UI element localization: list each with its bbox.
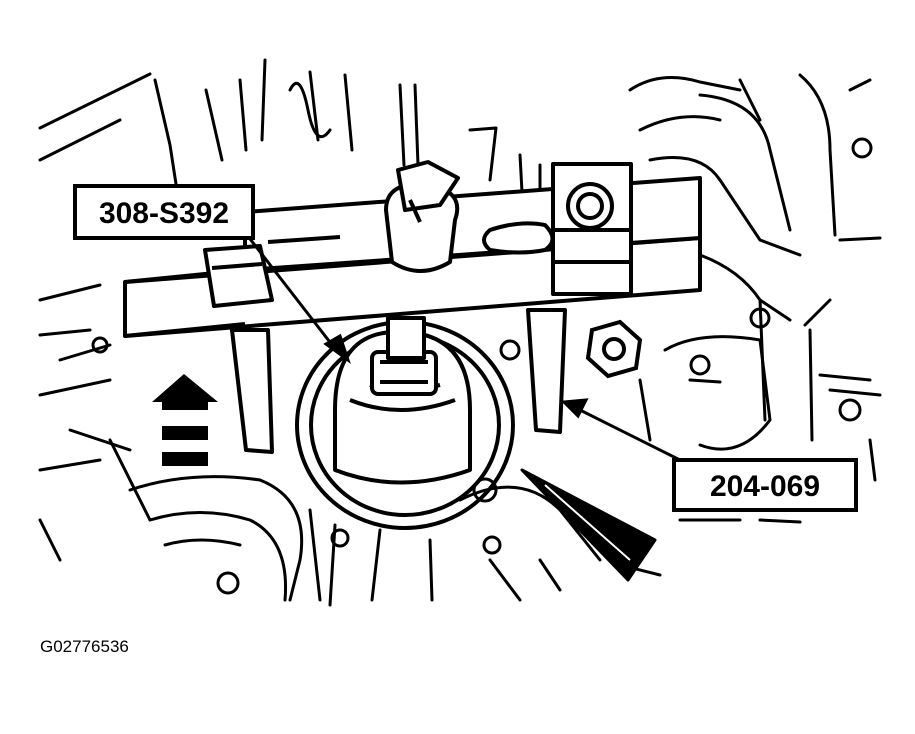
center-shaft: [333, 316, 472, 485]
housing-linework: [38, 58, 882, 607]
cross-bar-tool: [123, 160, 702, 338]
figure-id: G02776536: [40, 637, 129, 656]
callout-label-tool-b: 204-069: [710, 470, 820, 503]
leader-line-tool-a: [238, 225, 338, 351]
up-arrow-icon: [152, 374, 218, 466]
callout-tool-a: 308-S392: [73, 184, 255, 240]
leader-arrowhead-tool-a: [323, 333, 351, 364]
callout-tool-b: 204-069: [672, 458, 858, 512]
callout-box-tool-a: [73, 184, 255, 240]
support-nut: [585, 319, 643, 379]
callout-label-tool-a: 308-S392: [99, 197, 229, 230]
callout-box-tool-b: [672, 458, 858, 512]
tool-legs: [230, 308, 567, 454]
leader-arrowhead-tool-b: [560, 398, 589, 419]
direction-pointer-icon: [520, 468, 657, 582]
